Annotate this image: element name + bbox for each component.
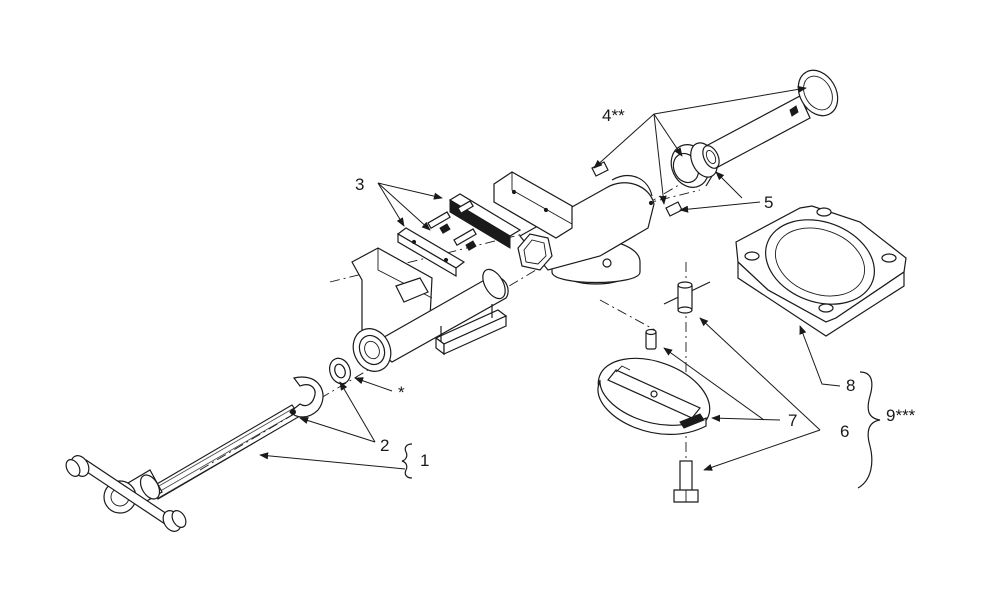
handle-knob-top	[65, 455, 90, 477]
callout-8: 8	[846, 376, 855, 395]
clamp-pin	[645, 328, 657, 350]
clamp-disc	[597, 357, 711, 435]
roll-pin-side	[665, 201, 683, 217]
callout-labels: 1 2 3 4** 5 6 7 8 9*** *	[355, 106, 916, 470]
slide-key-bar	[434, 304, 508, 356]
jaw-plate-front	[396, 227, 466, 278]
jaw-screws	[427, 200, 477, 251]
thrust-washer	[329, 357, 351, 385]
main-screw-assembly	[65, 404, 301, 532]
callout-3: 3	[355, 175, 364, 194]
roll-pin-top	[591, 161, 609, 177]
callout-2: 2	[380, 436, 389, 455]
callout-6: 6	[840, 422, 849, 441]
front-jaw	[351, 247, 509, 372]
t-bolt-lever	[663, 281, 711, 314]
spindle-cap	[797, 69, 839, 117]
rear-jaw-body	[493, 171, 655, 285]
brace-1	[401, 443, 413, 479]
callout-9: 9***	[886, 406, 916, 425]
callout-star: *	[398, 383, 405, 402]
handle-knob-bottom	[162, 510, 187, 532]
spindle-tube	[702, 95, 811, 169]
callout-5: 5	[764, 193, 773, 212]
brace-9	[857, 371, 881, 489]
callout-1: 1	[420, 451, 429, 470]
hex-bolt	[673, 460, 699, 503]
swivel-base	[735, 205, 907, 337]
retainer-clip	[289, 376, 324, 418]
screw-thread	[149, 404, 301, 500]
leader-lines	[259, 85, 881, 489]
callout-4: 4**	[602, 106, 625, 125]
callout-7: 7	[788, 411, 797, 430]
